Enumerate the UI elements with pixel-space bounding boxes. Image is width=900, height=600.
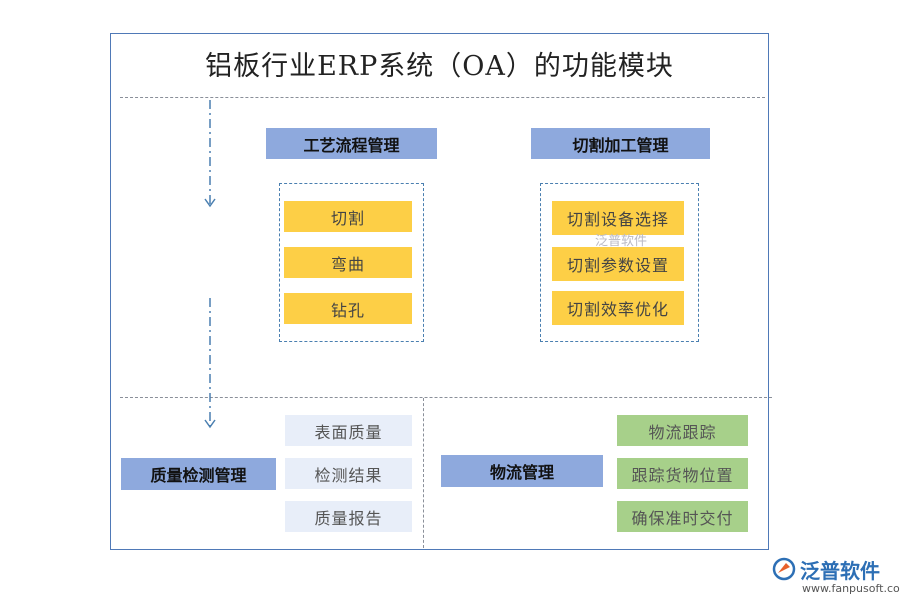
quality-header: 质量检测管理: [121, 458, 276, 490]
cutting-group: [540, 183, 699, 342]
process-item-cut: 切割: [284, 201, 412, 232]
diagram-title: 铝板行业ERP系统（OA）的功能模块: [205, 51, 674, 82]
logistics-header: 物流管理: [441, 455, 603, 487]
quality-item-report: 质量报告: [285, 501, 412, 532]
title-divider: [120, 97, 765, 98]
cutting-item-efficiency: 切割效率优化: [552, 291, 684, 325]
logistics-item-tracking: 物流跟踪: [617, 415, 748, 446]
flow-arrow-top: [204, 100, 216, 208]
process-group: [279, 183, 424, 342]
lower-divider: [423, 398, 424, 548]
brand-name: 泛普软件: [800, 559, 880, 583]
process-item-bend: 弯曲: [284, 247, 412, 278]
process-item-drill: 钻孔: [284, 293, 412, 324]
watermark: 泛普软件: [595, 234, 648, 249]
cutting-item-equipment: 切割设备选择: [552, 201, 684, 235]
process-header: 工艺流程管理: [266, 128, 437, 159]
brand-url: www.fanpusoft.com: [802, 582, 900, 595]
brand-logo: 泛普软件 www.fanpusoft.com: [772, 555, 900, 597]
diagram-frame: [110, 33, 769, 550]
section-divider: [120, 397, 772, 398]
logistics-item-location: 跟踪货物位置: [617, 458, 748, 489]
quality-item-surface: 表面质量: [285, 415, 412, 446]
brand-icon: [772, 557, 796, 581]
cutting-item-parameters: 切割参数设置: [552, 247, 684, 281]
cutting-header: 切割加工管理: [531, 128, 710, 159]
logistics-item-delivery: 确保准时交付: [617, 501, 748, 532]
quality-item-results: 检测结果: [285, 458, 412, 489]
flow-arrow-bottom: [204, 298, 216, 429]
